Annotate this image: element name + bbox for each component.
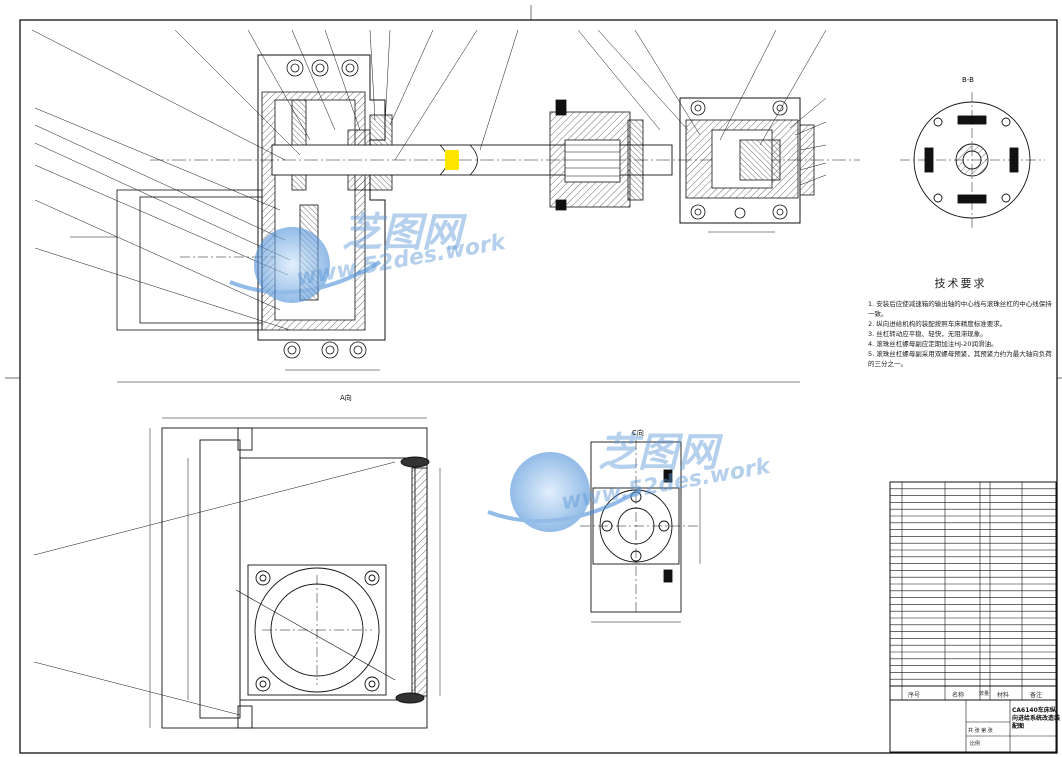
sheet-count: 共 张 第 张 <box>968 728 993 734</box>
view-c-label: C向 <box>632 429 644 437</box>
stepper-motor-body <box>116 189 263 331</box>
bom-header-qty: 数量 <box>979 691 990 697</box>
requirement-item: 5. 滚珠丝杠螺母副采用双螺母预紧，其预紧力约为最大轴向负荷的三分之一。 <box>868 350 1052 368</box>
requirement-item: 3. 丝杠转动应平稳、轻快，无阻滞现象。 <box>868 330 987 338</box>
end-view-bb <box>900 92 1045 230</box>
bom-header-name: 名称 <box>952 692 965 699</box>
drawing-frame <box>5 5 1062 754</box>
drawing-title: CA6140车床纵向进给系统改造装配图 <box>1012 707 1061 730</box>
requirement-item: 4. 滚珠丝杠螺母副应定期加注HJ-20润滑油。 <box>868 340 998 348</box>
view-a <box>33 417 441 729</box>
watermark-brand-middle: 芝图网 <box>598 430 718 476</box>
requirement-item: 2. 纵向进给机构的装配按照车床精度标准要求。 <box>868 320 1007 328</box>
technical-requirements: 技术要求 1. 安装后应使减速箱的输出轴的中心线与滚珠丝杠的中心线保持一致。 2… <box>868 275 1053 369</box>
watermark-brand-top: 芝图网 <box>342 210 462 256</box>
bom-header-material: 材料 <box>997 692 1010 699</box>
view-c <box>580 440 701 623</box>
bom-table <box>889 481 1057 753</box>
watermark-logo-top <box>229 227 382 303</box>
main-section-view <box>70 54 860 383</box>
requirement-item: 1. 安装后应使减速箱的输出轴的中心线与滚珠丝杠的中心线保持一致。 <box>868 300 1052 318</box>
technical-requirements-title: 技术要求 <box>934 277 987 290</box>
callout-leaders <box>31 29 827 331</box>
view-bb-label: B-B <box>962 76 974 84</box>
scale-label: 比例 <box>970 741 981 747</box>
bom-header-remark: 备注 <box>1030 692 1043 699</box>
watermark-logo-middle <box>487 452 642 532</box>
bom-header-seq: 序号 <box>908 692 921 699</box>
view-a-label: A向 <box>340 394 352 402</box>
